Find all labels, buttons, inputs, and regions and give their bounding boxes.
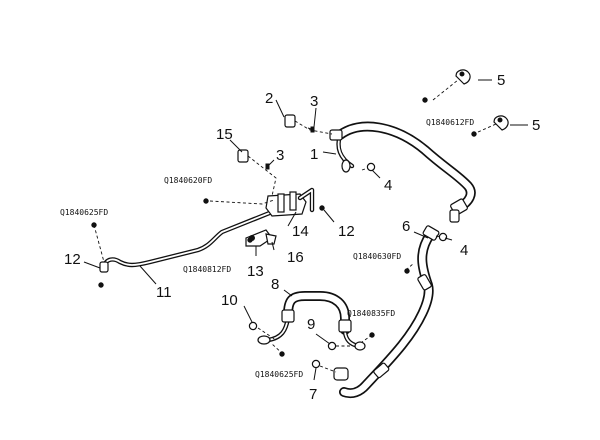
callout-5-lower: 5 — [532, 117, 540, 134]
fitting-part-15 — [237, 149, 249, 163]
hose-part-8 — [257, 291, 366, 351]
bracket-part-14 — [265, 187, 315, 217]
code-q1840620fd: Q1840620FD — [164, 176, 212, 185]
callout-8: 8 — [271, 276, 279, 293]
code-q1840812fd: Q1840812FD — [183, 265, 231, 274]
hose-part-6 — [333, 225, 440, 399]
seal-part-3-lower — [265, 163, 270, 170]
o-ring-part-4-lower — [438, 232, 448, 242]
callout-7: 7 — [309, 386, 317, 403]
callout-15: 15 — [216, 126, 233, 143]
callout-11: 11 — [156, 284, 172, 301]
pipe-part-11 — [99, 209, 275, 273]
o-ring-part-4-upper — [366, 162, 376, 172]
callout-16: 16 — [287, 249, 304, 266]
fitting-part-2 — [284, 114, 296, 128]
callout-1: 1 — [310, 146, 318, 163]
code-q1840612fd: Q1840612FD — [426, 118, 474, 127]
bolt-markers — [91, 97, 477, 357]
assembly-lines — [93, 79, 497, 373]
callout-6: 6 — [402, 218, 410, 235]
leader-lines — [83, 79, 528, 381]
callout-14: 14 — [292, 223, 309, 240]
code-q1840835fd: Q1840835FD — [347, 309, 395, 318]
callout-3-upper: 3 — [310, 93, 318, 110]
seal-part-3-upper — [307, 126, 315, 133]
code-q1840625fd-left: Q1840625FD — [60, 208, 108, 217]
callout-9: 9 — [307, 316, 315, 333]
callout-13: 13 — [247, 263, 264, 280]
callout-numbers: 5 5 2 3 1 15 3 4 6 4 12 14 16 13 12 11 8… — [64, 72, 540, 403]
callout-2: 2 — [265, 90, 273, 107]
clamp-part-5-lower — [493, 115, 509, 131]
callout-12-left: 12 — [64, 251, 81, 268]
o-ring-part-7 — [311, 359, 321, 369]
callout-3-lower: 3 — [276, 147, 284, 164]
callout-5-upper: 5 — [497, 72, 505, 89]
callout-12-right: 12 — [338, 223, 355, 240]
clamp-part-5-upper — [455, 69, 471, 85]
clamp-part-13 — [245, 229, 277, 247]
hose-part-1 — [329, 121, 476, 223]
callout-10: 10 — [221, 292, 238, 309]
callout-4-lower: 4 — [460, 242, 468, 259]
part-codes: Q1840612FD Q1840620FD Q1840625FD Q184081… — [60, 118, 474, 379]
o-ring-part-10 — [248, 321, 258, 331]
o-ring-part-9 — [327, 341, 337, 351]
code-q1840630fd: Q1840630FD — [353, 252, 401, 261]
callout-4-upper: 4 — [384, 177, 392, 194]
code-q1840625fd-bottom: Q1840625FD — [255, 370, 303, 379]
